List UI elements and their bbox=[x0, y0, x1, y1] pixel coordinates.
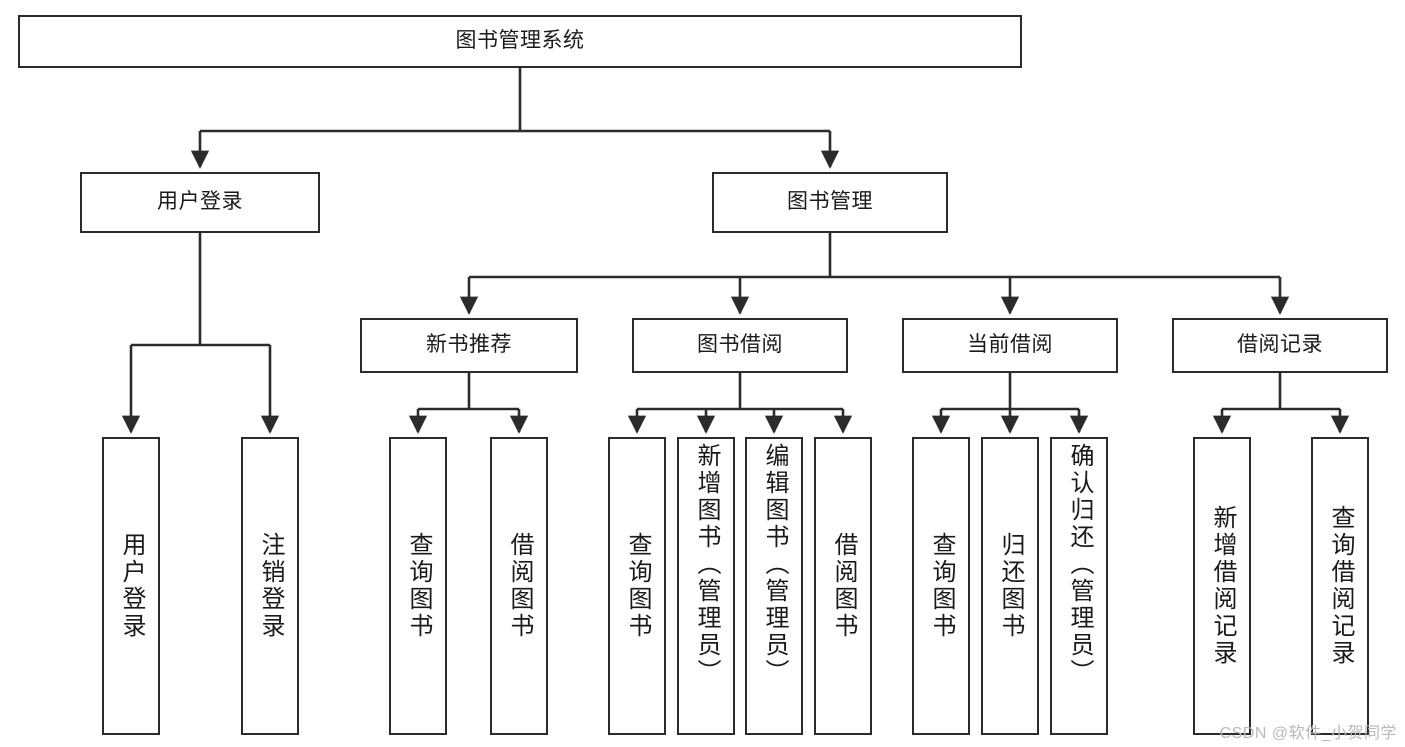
node-leaf-borrow-book-2-label: 借阅图书 bbox=[830, 532, 857, 640]
node-root-label: 图书管理系统 bbox=[455, 29, 585, 53]
node-leaf-confirm-return[interactable]: 确认归还（管理员） bbox=[1050, 437, 1108, 735]
node-user-login-label: 用户登录 bbox=[157, 190, 243, 214]
node-leaf-query-book-3[interactable]: 查询图书 bbox=[912, 437, 970, 735]
node-book-borrow[interactable]: 图书借阅 bbox=[632, 318, 848, 373]
node-leaf-add-book-label: 新增图书（管理员） bbox=[693, 443, 720, 686]
node-user-login[interactable]: 用户登录 bbox=[80, 172, 320, 233]
node-leaf-edit-book[interactable]: 编辑图书（管理员） bbox=[745, 437, 803, 735]
node-root[interactable]: 图书管理系统 bbox=[18, 15, 1022, 68]
node-leaf-query-book-1-label: 查询图书 bbox=[405, 532, 432, 640]
node-leaf-return-book-label: 归还图书 bbox=[997, 532, 1024, 640]
node-leaf-query-book-1[interactable]: 查询图书 bbox=[389, 437, 447, 735]
node-leaf-confirm-return-label: 确认归还（管理员） bbox=[1066, 443, 1093, 686]
node-leaf-borrow-book-1[interactable]: 借阅图书 bbox=[490, 437, 548, 735]
node-leaf-query-book-3-label: 查询图书 bbox=[928, 532, 955, 640]
node-leaf-query-book-2[interactable]: 查询图书 bbox=[608, 437, 666, 735]
node-leaf-user-login[interactable]: 用户登录 bbox=[102, 437, 160, 735]
node-leaf-return-book[interactable]: 归还图书 bbox=[981, 437, 1039, 735]
node-leaf-add-book[interactable]: 新增图书（管理员） bbox=[677, 437, 735, 735]
node-leaf-borrow-book-1-label: 借阅图书 bbox=[506, 532, 533, 640]
node-borrow-record[interactable]: 借阅记录 bbox=[1172, 318, 1388, 373]
node-leaf-add-record-label: 新增借阅记录 bbox=[1209, 505, 1236, 667]
node-book-manage[interactable]: 图书管理 bbox=[712, 172, 948, 233]
node-leaf-query-record[interactable]: 查询借阅记录 bbox=[1311, 437, 1369, 735]
node-current-borrow-label: 当前借阅 bbox=[967, 333, 1053, 357]
node-leaf-query-record-label: 查询借阅记录 bbox=[1327, 505, 1354, 667]
watermark-text: CSDN @软件_小贺同学 bbox=[1219, 725, 1397, 742]
node-leaf-edit-book-label: 编辑图书（管理员） bbox=[761, 443, 788, 686]
node-leaf-user-logout[interactable]: 注销登录 bbox=[241, 437, 299, 735]
node-new-book-rec[interactable]: 新书推荐 bbox=[360, 318, 578, 373]
node-current-borrow[interactable]: 当前借阅 bbox=[902, 318, 1118, 373]
node-borrow-record-label: 借阅记录 bbox=[1237, 333, 1323, 357]
node-leaf-query-book-2-label: 查询图书 bbox=[624, 532, 651, 640]
node-book-borrow-label: 图书借阅 bbox=[697, 333, 783, 357]
node-new-book-rec-label: 新书推荐 bbox=[426, 333, 512, 357]
node-leaf-add-record[interactable]: 新增借阅记录 bbox=[1193, 437, 1251, 735]
node-leaf-borrow-book-2[interactable]: 借阅图书 bbox=[814, 437, 872, 735]
node-leaf-user-login-label: 用户登录 bbox=[118, 532, 145, 640]
node-book-manage-label: 图书管理 bbox=[787, 190, 873, 214]
node-leaf-user-logout-label: 注销登录 bbox=[257, 532, 284, 640]
